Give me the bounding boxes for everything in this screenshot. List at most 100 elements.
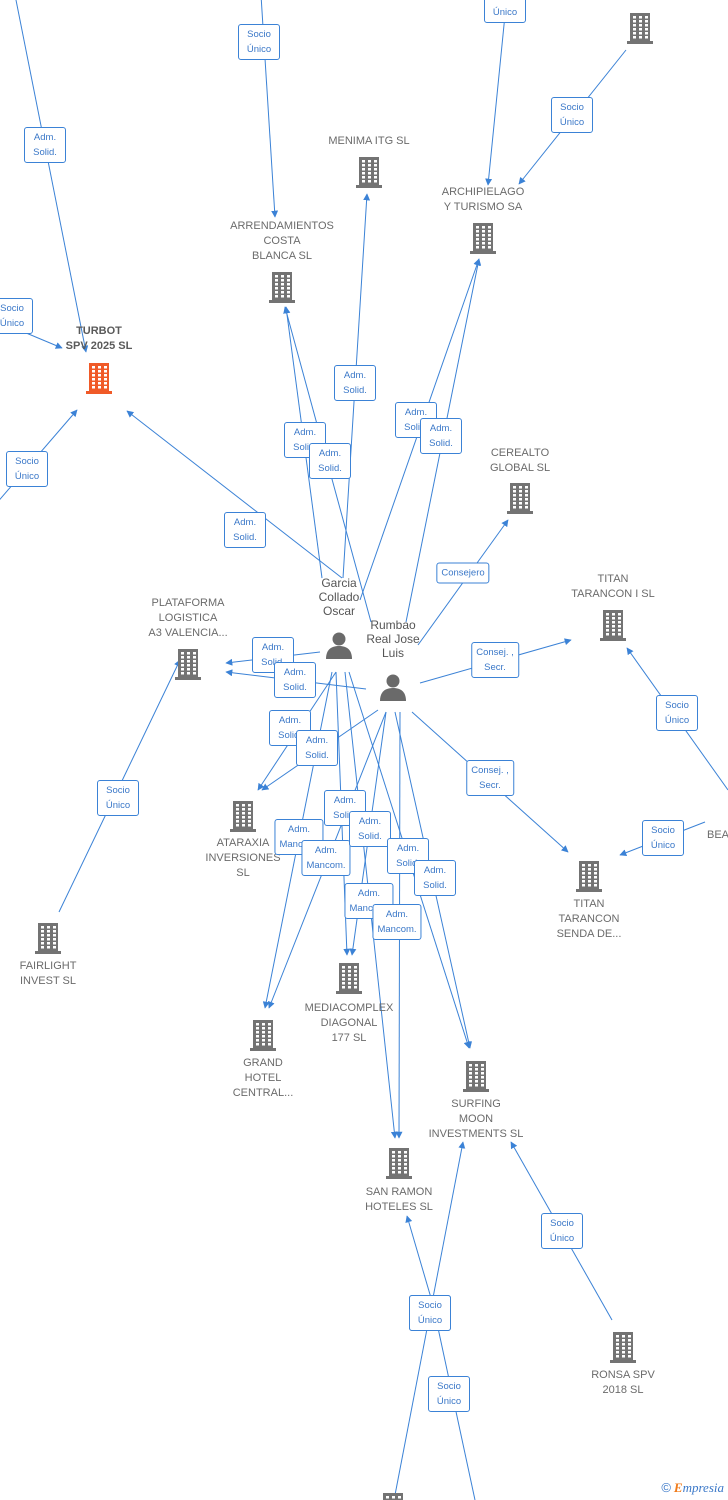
node-label: TITAN TARANCON I SL [571, 573, 655, 600]
edge-label[interactable]: Socio Único [428, 1376, 470, 1412]
person-icon-holder[interactable] [378, 672, 408, 707]
edge-label[interactable]: Adm. Solid. [24, 127, 66, 163]
company-node-turbot[interactable]: TURBOT SPV 2025 SL [34, 324, 164, 354]
edge-label[interactable]: Socio Único [642, 820, 684, 856]
edge-label[interactable]: Consej. , Secr. [471, 642, 519, 678]
building-icon-holder[interactable] [461, 1059, 491, 1098]
relationship-edge [126, 410, 343, 579]
building-icon-holder[interactable] [248, 1018, 278, 1057]
edge-label[interactable]: Adm. Solid. [274, 662, 316, 698]
company-node-bea[interactable]: BEA [653, 828, 728, 843]
building-icon-holder[interactable] [384, 1146, 414, 1185]
node-label: SAN RAMON HOTELES SL [365, 1186, 433, 1213]
edge-label[interactable]: Socio Único [551, 97, 593, 133]
brand-name: mpresia [682, 1480, 724, 1495]
edge-label[interactable]: Adm. Mancom. [344, 883, 394, 919]
edge-label[interactable]: Socio Único [484, 0, 526, 23]
building-icon-holder[interactable] [468, 221, 498, 260]
building-icon [610, 1332, 636, 1363]
edge-label[interactable]: Adm. Solid. [420, 418, 462, 454]
node-label: CEREALTO GLOBAL SL [489, 447, 551, 474]
node-label: RONSA SPV 2018 SL [591, 1369, 655, 1396]
brand-watermark: ©Empresia [661, 1480, 724, 1496]
company-node-ataraxia[interactable]: ATARAXIA INVERSIONES SL [178, 836, 308, 881]
company-node-titan1[interactable]: TITAN TARANCON I SL [548, 572, 678, 602]
person-node-garcia[interactable]: Garcia Collado Oscar [274, 576, 404, 618]
building-icon [470, 223, 496, 254]
building-icon-holder[interactable] [84, 361, 114, 400]
edge-label[interactable]: Consejero [436, 562, 490, 584]
edge-label[interactable]: Adm. Solid. [414, 860, 456, 896]
node-label: TURBOT SPV 2025 SL [65, 325, 133, 352]
building-icon [463, 1061, 489, 1092]
edge-label[interactable]: Adm. Solid. [334, 365, 376, 401]
edge-label[interactable]: Socio Único [238, 24, 280, 60]
node-label: ATARAXIA INVERSIONES SL [205, 837, 281, 879]
building-icon [383, 1493, 403, 1500]
company-node-titansenda[interactable]: TITAN TARANCON SENDA DE... [524, 897, 654, 942]
edge-label[interactable]: Adm. Solid. [309, 443, 351, 479]
node-label: FAIRLIGHT INVEST SL [19, 960, 77, 987]
company-node-plataforma[interactable]: PLATAFORMA LOGISTICA A3 VALENCIA... [123, 596, 253, 641]
person-node-rumbao[interactable]: Rumbao Real Jose Luis [328, 618, 458, 660]
company-node-archipielago[interactable]: ARCHIPIELAGO Y TURISMO SA [418, 185, 548, 215]
building-icon-holder[interactable] [574, 859, 604, 898]
edge-label[interactable]: Socio Único [0, 298, 33, 334]
building-icon-holder[interactable] [608, 1330, 638, 1369]
company-node-cerealto[interactable]: CEREALTO GLOBAL SL [455, 446, 585, 476]
company-node-sanramon[interactable]: SAN RAMON HOTELES SL [334, 1185, 464, 1215]
building-icon-holder[interactable] [598, 608, 628, 647]
building-icon-holder[interactable] [267, 270, 297, 309]
edge-label[interactable]: Socio Único [541, 1213, 583, 1249]
company-node-arrendamientos[interactable]: ARRENDAMIENTOS COSTA BLANCA SL [217, 219, 347, 264]
company-node-surfing[interactable]: SURFING MOON INVESTMENTS SL [411, 1097, 541, 1142]
edge-label[interactable]: Adm. Mancom. [301, 840, 351, 876]
node-label: ... [575, 0, 705, 3]
edge-label[interactable]: Adm. Solid. [269, 710, 311, 746]
node-label: MEDIACOMPLEX DIAGONAL 177 SL [304, 1002, 394, 1044]
building-icon [507, 483, 533, 514]
building-icon-holder[interactable] [334, 961, 364, 1000]
node-label: MENIMA ITG SL [328, 135, 410, 147]
person-icon-holder[interactable] [324, 630, 354, 665]
brand-initial: E [673, 1480, 683, 1495]
edge-label[interactable]: Adm. Solid. [296, 730, 338, 766]
building-icon-holder[interactable] [173, 647, 203, 686]
node-label: BEA [706, 829, 728, 841]
building-icon [576, 861, 602, 892]
edge-label[interactable]: Socio Único [656, 695, 698, 731]
building-icon [356, 157, 382, 188]
company-node-ronsa[interactable]: RONSA SPV 2018 SL [558, 1368, 688, 1398]
building-icon-holder[interactable] [625, 11, 655, 50]
company-node-top-right-partial[interactable]: ... [575, 0, 705, 3]
building-icon [269, 272, 295, 303]
edge-label[interactable]: Socio Único [97, 780, 139, 816]
building-icon [627, 13, 653, 44]
company-node-menima[interactable]: MENIMA ITG SL [304, 134, 434, 149]
company-node-mediacomplex[interactable]: MEDIACOMPLEX DIAGONAL 177 SL [284, 1001, 414, 1046]
copyright-symbol: © [661, 1480, 671, 1495]
company-node-fairlight[interactable]: FAIRLIGHT INVEST SL [0, 959, 113, 989]
building-icon-holder[interactable] [354, 155, 384, 194]
person-icon [380, 674, 406, 701]
building-icon-holder[interactable] [505, 481, 535, 520]
building-icon-holder[interactable] [33, 921, 63, 960]
relationship-edge [485, 14, 506, 186]
edge-label[interactable]: Adm. Mancom. [372, 904, 422, 940]
edge-label[interactable]: Adm. Solid. [224, 512, 266, 548]
edge-label[interactable]: Consej. , Secr. [466, 760, 514, 796]
company-node-grandhotel[interactable]: GRAND HOTEL CENTRAL... [198, 1056, 328, 1101]
node-label: Rumbao Real Jose Luis [366, 618, 420, 660]
building-icon [230, 801, 256, 832]
node-label: PLATAFORMA LOGISTICA A3 VALENCIA... [148, 597, 228, 639]
building-icon [600, 610, 626, 641]
edge-label[interactable]: Socio Único [6, 451, 48, 487]
node-label: TITAN TARANCON SENDA DE... [556, 898, 622, 940]
edge-label[interactable]: Socio Único [409, 1295, 451, 1331]
building-icon [35, 923, 61, 954]
focus-building-icon [86, 363, 112, 394]
edge-label[interactable]: Adm. Solid. [349, 811, 391, 847]
building-icon-holder[interactable] [228, 799, 258, 838]
node-label: ARRENDAMIENTOS COSTA BLANCA SL [230, 220, 334, 262]
building-icon-holder[interactable] [378, 1491, 408, 1500]
